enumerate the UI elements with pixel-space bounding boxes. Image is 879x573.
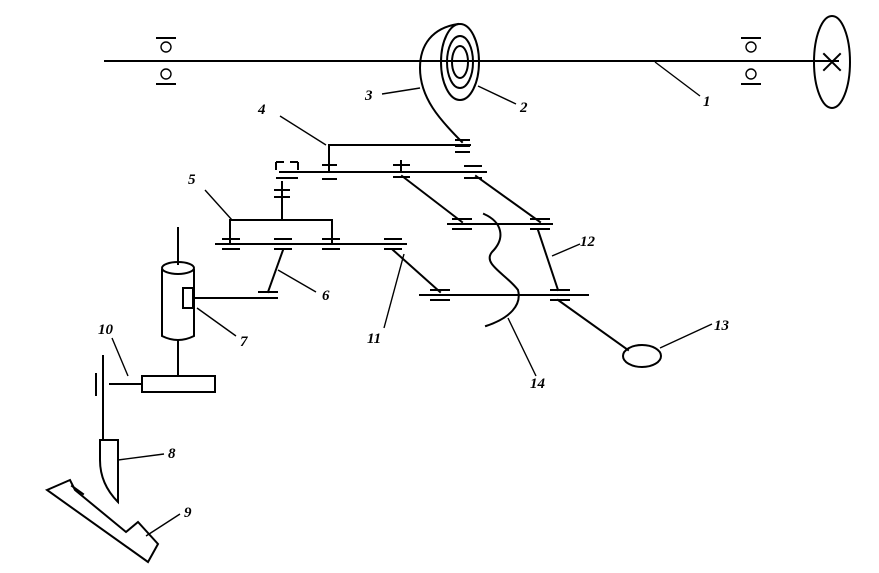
shaft-4-link	[328, 139, 471, 173]
bearing-right	[741, 37, 761, 85]
bearing-left	[156, 37, 176, 85]
label-13: 13	[714, 318, 730, 334]
diagonal-links-upper	[400, 174, 542, 224]
lower-shaft	[419, 289, 589, 301]
gear-2	[440, 23, 480, 101]
arm-13	[556, 298, 662, 368]
link-12	[536, 228, 560, 292]
link-6	[258, 248, 285, 299]
label-9: 9	[184, 505, 192, 521]
upper-gear-shaft	[274, 160, 487, 221]
label-12: 12	[580, 234, 596, 250]
label-14: 14	[530, 376, 546, 392]
link-11	[391, 248, 442, 294]
handwheel	[813, 15, 851, 109]
cylinder-7	[161, 227, 269, 377]
knife-8	[99, 439, 119, 505]
label-5: 5	[188, 172, 196, 188]
middle-left-shaft	[215, 238, 407, 250]
label-1: 1	[703, 94, 711, 110]
slider-10	[95, 355, 216, 441]
label-6: 6	[322, 288, 330, 304]
plate-9	[44, 478, 160, 564]
label-2: 2	[519, 100, 528, 116]
cam-14	[482, 212, 520, 328]
leader-lines	[111, 61, 713, 537]
label-3: 3	[364, 88, 373, 104]
worm-3	[418, 22, 464, 144]
middle-right-shaft	[447, 218, 553, 230]
label-8: 8	[168, 446, 176, 462]
label-4: 4	[257, 102, 266, 118]
label-7: 7	[240, 334, 248, 350]
label-10: 10	[98, 322, 114, 338]
label-11: 11	[367, 331, 381, 347]
